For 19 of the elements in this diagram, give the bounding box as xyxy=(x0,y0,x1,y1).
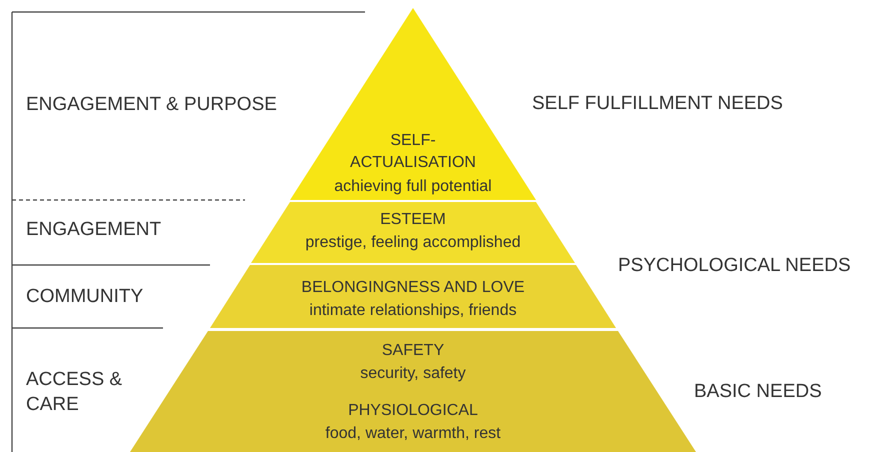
pyramid-tier xyxy=(130,331,696,452)
category-label: ACCESS & CARE xyxy=(26,368,124,417)
level-label: ENGAGEMENT & PURPOSE xyxy=(26,93,278,117)
tier-title: SAFETY xyxy=(380,341,446,361)
level-label: ENGAGEMENT xyxy=(26,218,162,242)
category-label: SELF FULFILLMENT NEEDS xyxy=(532,92,784,116)
level-label: COMMUNITY xyxy=(26,285,144,309)
tier-title: ESTEEM xyxy=(379,210,447,230)
tier-description: achieving full potential xyxy=(333,177,493,197)
tier-title: PHYSIOLOGICAL xyxy=(347,401,479,421)
tier-description: security, safety xyxy=(359,364,467,384)
tier-description: food, water, warmth, rest xyxy=(324,424,502,444)
tier-description: prestige, feeling accomplished xyxy=(304,233,522,253)
pyramid-tier xyxy=(251,202,575,263)
pyramid-tier xyxy=(210,265,616,328)
category-label: BASIC NEEDS xyxy=(694,380,823,404)
tier-description: intimate relationships, friends xyxy=(308,301,518,321)
category-label: PSYCHOLOGICAL NEEDS xyxy=(618,254,852,278)
tier-title: BELONGINGNESS AND LOVE xyxy=(300,278,526,298)
